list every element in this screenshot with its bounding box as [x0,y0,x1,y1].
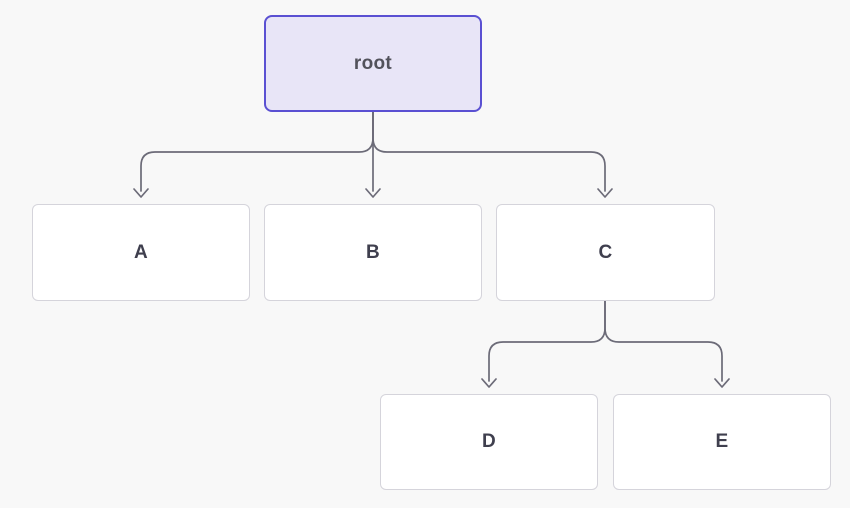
node-root[interactable]: root [264,15,482,112]
arrowhead-icon [133,188,149,198]
node-e[interactable]: E [613,394,831,490]
edge-root-c [372,111,613,198]
node-e-label: E [715,431,729,452]
arrowhead-icon [597,188,613,198]
edge-c-e-line [604,300,723,382]
node-c-label: C [598,241,613,263]
node-b-label: B [365,241,381,263]
edge-c-e [604,300,730,388]
edge-root-b [365,111,381,198]
node-root-label: root [353,52,393,74]
edge-root-a-line [140,111,374,192]
edge-c-d [481,300,606,388]
node-a[interactable]: A [32,204,250,301]
node-d[interactable]: D [380,394,598,490]
node-d-label: D [481,431,497,452]
node-c[interactable]: C [496,204,715,301]
edge-root-a [133,111,374,198]
arrowhead-icon [714,378,730,388]
arrowhead-icon [481,378,497,388]
node-a-label: A [133,241,149,263]
edge-root-c-line [372,111,606,192]
edge-c-d-line [488,300,606,382]
arrowhead-icon [365,188,381,198]
node-b[interactable]: B [264,204,482,301]
